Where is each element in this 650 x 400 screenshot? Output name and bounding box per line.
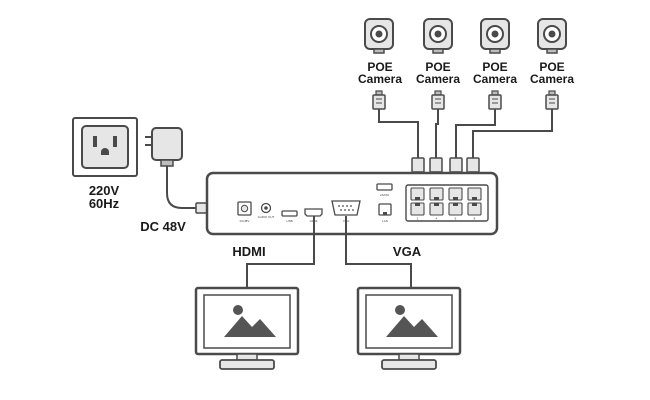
camera-label-line2: Camera bbox=[530, 72, 574, 86]
poe-port bbox=[448, 187, 463, 201]
port-label: eSATA bbox=[380, 193, 389, 197]
camera-label-line1: POE bbox=[425, 60, 450, 74]
port-label: USB bbox=[286, 219, 292, 223]
power-adapter bbox=[145, 127, 218, 214]
nvr-recorder: DC48V AUDIO OUT USB HDMI VGA eSATA bbox=[205, 171, 499, 236]
camera-label-line2: Camera bbox=[358, 72, 402, 86]
wall-outlet bbox=[72, 117, 138, 177]
ethernet-cable-4 bbox=[472, 109, 553, 158]
camera-label-line1: POE bbox=[482, 60, 507, 74]
usb-port: USB bbox=[281, 210, 298, 223]
poe-port bbox=[429, 187, 444, 201]
dc-power-port: DC48V bbox=[237, 201, 252, 223]
poe-port bbox=[467, 202, 482, 216]
outlet-voltage-label: 220V bbox=[89, 183, 120, 198]
poe-port-block: 2 4 6 8 bbox=[405, 184, 489, 222]
ethernet-cable-1 bbox=[378, 109, 419, 158]
port-label: DC48V bbox=[240, 219, 250, 223]
rj45-plug-icon bbox=[431, 90, 445, 110]
lan-port: LAN bbox=[378, 203, 392, 223]
poe-port bbox=[429, 202, 444, 216]
power-adapter-icon bbox=[151, 127, 183, 161]
hdmi-cable bbox=[246, 216, 315, 290]
outlet-slot-icon bbox=[113, 136, 117, 147]
ethernet-cable-3 bbox=[455, 109, 496, 158]
ethernet-cables bbox=[378, 109, 553, 158]
camera-1: POE Camera bbox=[358, 18, 402, 110]
image-placeholder-icon bbox=[224, 305, 276, 337]
rj45-plug-icon bbox=[545, 90, 559, 110]
poe-port bbox=[467, 187, 482, 201]
camera-icon bbox=[364, 18, 394, 54]
monitor-stand-base bbox=[381, 359, 437, 370]
monitor-vga bbox=[356, 286, 462, 370]
poe-port bbox=[410, 187, 425, 201]
poe-port-number: 2 bbox=[417, 217, 419, 221]
poe-port-number: 4 bbox=[436, 217, 438, 221]
hdmi-output-label: HDMI bbox=[232, 244, 265, 259]
camera-4: POE Camera bbox=[530, 18, 574, 110]
camera-label-line1: POE bbox=[367, 60, 392, 74]
camera-icon bbox=[537, 18, 567, 54]
poe-port bbox=[448, 202, 463, 216]
audio-out-port: AUDIO OUT bbox=[258, 202, 275, 219]
dc-power-cable bbox=[166, 166, 197, 209]
poe-port bbox=[410, 202, 425, 216]
camera-label-line2: Camera bbox=[473, 72, 517, 86]
camera-2: POE Camera bbox=[416, 18, 460, 110]
outlet-frequency-label: 60Hz bbox=[89, 196, 120, 211]
port-label: AUDIO OUT bbox=[258, 215, 275, 219]
rj45-plug-icon bbox=[488, 90, 502, 110]
image-placeholder-icon bbox=[386, 305, 438, 337]
port-label: LAN bbox=[382, 219, 388, 223]
video-cables bbox=[246, 216, 412, 290]
adapter-voltage-label: DC 48V bbox=[140, 219, 186, 234]
esata-port: eSATA bbox=[376, 183, 393, 197]
outlet-slot-icon bbox=[93, 136, 97, 147]
poe-port-number: 8 bbox=[474, 217, 476, 221]
vga-output-label: VGA bbox=[393, 244, 422, 259]
camera-label-line1: POE bbox=[539, 60, 564, 74]
camera-icon bbox=[423, 18, 453, 54]
monitor-stand-base bbox=[219, 359, 275, 370]
outlet-ground-icon bbox=[101, 148, 109, 155]
vga-cable bbox=[345, 216, 412, 290]
camera-icon bbox=[480, 18, 510, 54]
camera-label-line2: Camera bbox=[416, 72, 460, 86]
camera-3: POE Camera bbox=[473, 18, 517, 110]
nvr-side-plugs bbox=[411, 157, 480, 177]
poe-port-number: 6 bbox=[455, 217, 457, 221]
ethernet-cable-2 bbox=[435, 109, 439, 158]
monitor-hdmi bbox=[194, 286, 300, 370]
rj45-plug-icon bbox=[372, 90, 386, 110]
